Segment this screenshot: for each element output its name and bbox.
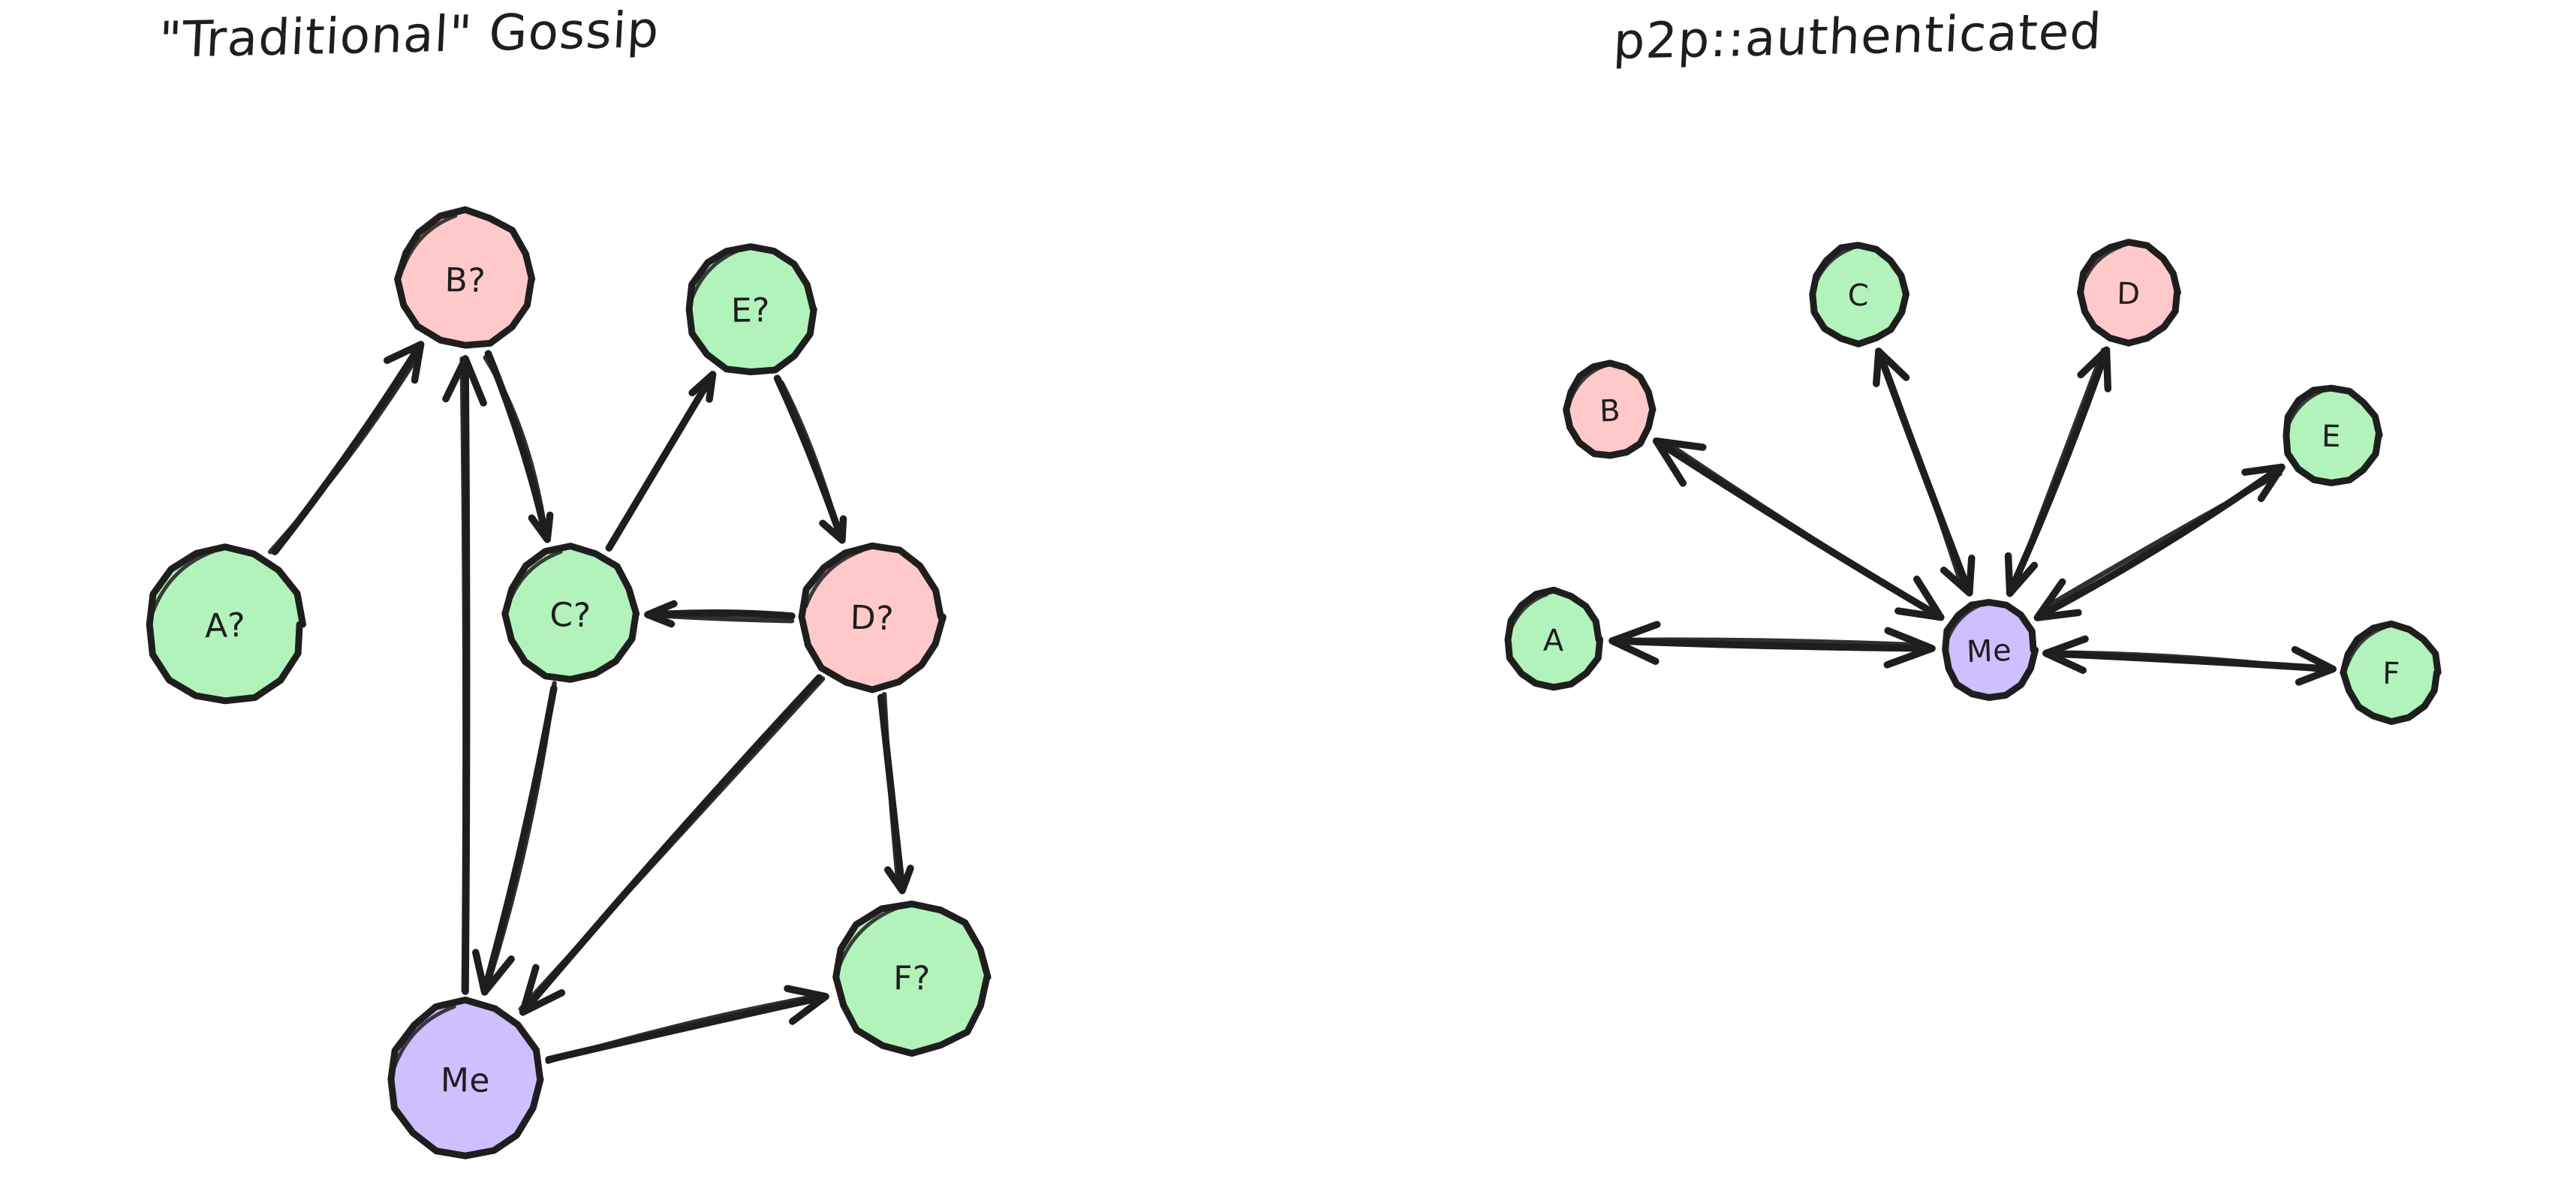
node-shape	[394, 206, 536, 349]
node-label: D	[2117, 277, 2141, 312]
node-shape	[832, 901, 992, 1057]
node-sketch-accent	[689, 247, 744, 302]
node-shape	[387, 996, 544, 1159]
node-label: D?	[850, 599, 895, 639]
edge-p2p-authenticated-Me-to-F	[2042, 635, 2337, 686]
node-p2p-authenticated-Me[interactable]: Me	[1942, 599, 2039, 701]
edge-p2p-authenticated-Me-to-E	[2033, 463, 2286, 621]
edge-p2p-authenticated-Me-to-A	[1608, 621, 1936, 669]
nodes-group: A? B? C? D? E? F? Me A B C D E F Me	[146, 206, 2442, 1159]
node-p2p-authenticated-F[interactable]: F	[2340, 620, 2442, 725]
node-traditional-gossip-B[interactable]: B?	[394, 206, 536, 349]
node-sketch-accent	[2285, 388, 2327, 430]
node-sketch-accent	[392, 1004, 456, 1069]
node-label: A	[1542, 624, 1564, 659]
node-label: E?	[731, 291, 771, 330]
edge-traditional-gossip-D-to-F	[877, 691, 914, 895]
node-label: Me	[441, 1061, 491, 1100]
node-sketch-accent	[401, 214, 458, 271]
node-label: E	[2322, 420, 2341, 454]
node-sketch-accent	[1507, 592, 1549, 634]
node-label: F?	[893, 959, 931, 997]
node-shape	[685, 243, 817, 375]
edge-traditional-gossip-B-to-C	[483, 350, 554, 543]
node-label: A?	[204, 606, 246, 645]
node-sketch-accent	[1812, 246, 1854, 289]
node-traditional-gossip-A[interactable]: A?	[146, 543, 306, 705]
node-sketch-accent	[2080, 244, 2123, 287]
node-label: C	[1847, 278, 1870, 314]
edge-p2p-authenticated-Me-to-D	[2004, 346, 2112, 597]
node-sketch-accent	[1567, 364, 1605, 405]
node-label: C?	[549, 596, 591, 635]
node-p2p-authenticated-E[interactable]: E	[2283, 384, 2383, 486]
node-sketch-accent	[1944, 602, 1985, 645]
node-p2p-authenticated-A[interactable]: A	[1504, 586, 1604, 691]
node-shape	[2340, 620, 2442, 725]
edge-traditional-gossip-Me-to-F	[545, 985, 829, 1064]
node-shape	[1809, 242, 1909, 347]
node-traditional-gossip-C[interactable]: C?	[501, 543, 640, 683]
node-label: F	[2382, 657, 2400, 691]
node-sketch-accent	[2345, 625, 2387, 667]
edges-group	[267, 341, 2337, 1064]
node-label: B	[1599, 393, 1621, 429]
node-traditional-gossip-F[interactable]: F?	[832, 901, 992, 1057]
edge-traditional-gossip-D-to-Me	[518, 674, 826, 1016]
node-p2p-authenticated-C[interactable]: C	[1809, 242, 1909, 347]
node-sketch-accent	[150, 549, 216, 615]
node-sketch-accent	[837, 904, 903, 968]
edge-traditional-gossip-C-to-E	[605, 371, 717, 552]
edge-traditional-gossip-D-to-C	[644, 600, 796, 628]
node-shape	[146, 543, 306, 705]
edge-p2p-authenticated-Me-to-C	[1873, 347, 1976, 597]
node-sketch-accent	[507, 549, 563, 606]
edge-traditional-gossip-C-to-Me	[472, 681, 558, 996]
node-label: Me	[1966, 633, 2012, 669]
node-label: B?	[444, 261, 486, 300]
node-p2p-authenticated-B[interactable]: B	[1563, 359, 1657, 459]
node-sketch-accent	[804, 549, 864, 609]
edge-traditional-gossip-Me-to-B	[442, 355, 487, 995]
edge-traditional-gossip-E-to-D	[773, 374, 847, 544]
node-traditional-gossip-D[interactable]: D?	[798, 542, 946, 693]
node-traditional-gossip-Me[interactable]: Me	[387, 996, 544, 1159]
node-shape	[798, 542, 946, 693]
node-traditional-gossip-E[interactable]: E?	[685, 243, 817, 375]
edge-traditional-gossip-A-to-B	[267, 341, 425, 555]
edge-p2p-authenticated-Me-to-B	[1652, 437, 1945, 621]
node-p2p-authenticated-D[interactable]: D	[2077, 239, 2181, 347]
